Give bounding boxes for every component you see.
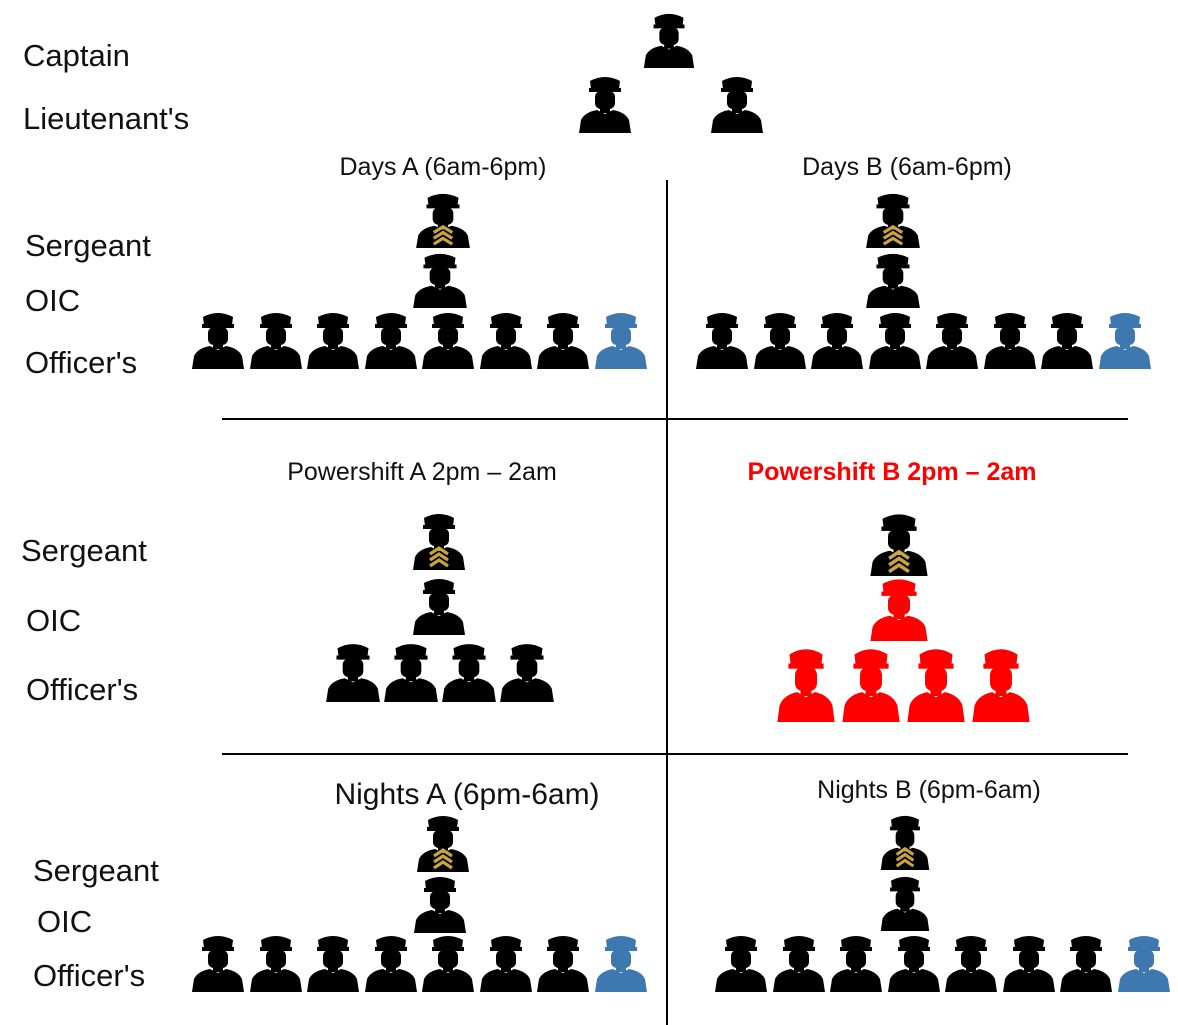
nights-b-officer-icon bbox=[999, 932, 1059, 992]
days-a-officer-icon bbox=[418, 309, 478, 369]
days-a-title: Days A (6am-6pm) bbox=[339, 153, 547, 181]
nights-a-officer-icon bbox=[303, 932, 363, 992]
nights-b-officer-icon bbox=[1056, 932, 1116, 992]
nights-b-officer-icon bbox=[826, 932, 886, 992]
powershift-b-sergeant-icon bbox=[866, 510, 932, 576]
days-sergeant-label: Sergeant bbox=[25, 228, 151, 263]
horizontal-divider-bottom bbox=[222, 753, 1128, 755]
days-b-officer-icon bbox=[750, 309, 810, 369]
nights-a-sergeant-icon bbox=[413, 812, 473, 872]
days-a-officer-icon bbox=[246, 309, 306, 369]
days-a-officer-icon bbox=[533, 309, 593, 369]
lieutenant-figure-icon bbox=[575, 73, 635, 133]
powershift-b-officer-icon bbox=[903, 644, 969, 722]
days-b-officer-icon bbox=[865, 309, 925, 369]
nights-a-title: Nights A (6pm-6am) bbox=[334, 778, 600, 811]
powershift-a-title: Powershift A 2pm – 2am bbox=[287, 458, 557, 486]
powershift-a-oic-icon bbox=[409, 575, 469, 635]
days-b-sergeant-icon bbox=[862, 190, 924, 248]
powershift-sergeant-label: Sergeant bbox=[21, 533, 147, 568]
days-b-oic-icon bbox=[862, 250, 924, 308]
powershift-a-officer-icon bbox=[438, 640, 500, 702]
nights-officers-label: Officer's bbox=[33, 958, 146, 993]
nights-b-officer-icon bbox=[941, 932, 1001, 992]
nights-b-officer-icon bbox=[769, 932, 829, 992]
days-b-officer-icon bbox=[922, 309, 982, 369]
days-a-officer-icon bbox=[361, 309, 421, 369]
days-b-officer-icon bbox=[807, 309, 867, 369]
nights-b-sergeant-icon bbox=[877, 812, 933, 870]
days-b-officer-icon bbox=[980, 309, 1040, 369]
powershift-officers-label: Officer's bbox=[26, 672, 139, 707]
nights-a-officer-icon bbox=[361, 932, 421, 992]
days-a-vacant-officer-icon bbox=[591, 309, 651, 369]
nights-a-officer-icon bbox=[476, 932, 536, 992]
days-a-oic-icon bbox=[409, 250, 471, 308]
nights-a-officer-icon bbox=[246, 932, 306, 992]
nights-a-oic-icon bbox=[410, 873, 470, 933]
captain-label: Captain bbox=[23, 38, 130, 73]
nights-b-vacant-officer-icon bbox=[1114, 932, 1174, 992]
days-a-sergeant-icon bbox=[412, 190, 474, 248]
powershift-oic-label: OIC bbox=[26, 603, 82, 638]
days-oic-label: OIC bbox=[25, 283, 81, 318]
days-a-officer-icon bbox=[303, 309, 363, 369]
nights-a-vacant-officer-icon bbox=[591, 932, 651, 992]
powershift-b-oic-icon bbox=[866, 575, 932, 641]
days-b-vacant-officer-icon bbox=[1095, 309, 1155, 369]
powershift-b-officer-icon bbox=[968, 644, 1034, 722]
nights-b-title: Nights B (6pm-6am) bbox=[817, 776, 1041, 804]
nights-a-officer-icon bbox=[418, 932, 478, 992]
nights-oic-label: OIC bbox=[37, 904, 93, 939]
days-a-officer-icon bbox=[476, 309, 536, 369]
days-a-officer-icon bbox=[188, 309, 248, 369]
powershift-a-officer-icon bbox=[380, 640, 442, 702]
powershift-a-officer-icon bbox=[322, 640, 384, 702]
captain-figure-icon bbox=[640, 10, 698, 68]
nights-b-officer-icon bbox=[711, 932, 771, 992]
powershift-b-officer-icon bbox=[838, 644, 904, 722]
days-b-title: Days B (6am-6pm) bbox=[802, 153, 1012, 181]
lieutenants-label: Lieutenant's bbox=[23, 101, 190, 136]
days-b-officer-icon bbox=[1037, 309, 1097, 369]
lieutenant-figure-icon bbox=[707, 73, 767, 133]
vertical-divider bbox=[666, 180, 668, 1025]
nights-sergeant-label: Sergeant bbox=[33, 853, 159, 888]
days-officers-label: Officer's bbox=[25, 345, 138, 380]
nights-a-officer-icon bbox=[188, 932, 248, 992]
powershift-a-sergeant-icon bbox=[409, 510, 469, 570]
powershift-a-officer-icon bbox=[496, 640, 558, 702]
nights-a-officer-icon bbox=[533, 932, 593, 992]
horizontal-divider-top bbox=[222, 418, 1128, 420]
powershift-b-title: Powershift B 2pm – 2am bbox=[747, 458, 1037, 486]
powershift-b-officer-icon bbox=[773, 644, 839, 722]
days-b-officer-icon bbox=[692, 309, 752, 369]
nights-b-oic-icon bbox=[877, 873, 933, 931]
nights-b-officer-icon bbox=[884, 932, 944, 992]
